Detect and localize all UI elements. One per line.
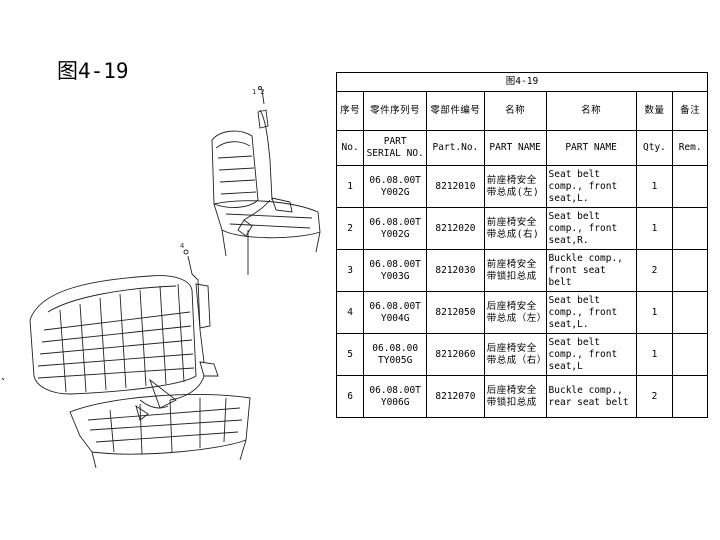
header-en-name-en: PART NAME [545,130,637,166]
cell-serial: 06.08.00T Y002G [363,207,428,250]
header-row-cn: 序号 零件序列号 零部件编号 名称 名称 数量 备注 [335,91,708,131]
cell-qty: 1 [635,165,674,208]
cell-name-cn: 后座椅安全带锁扣总成 [483,375,547,418]
header-cn-name: 名称 [483,91,547,131]
cell-part-no: 8212030 [426,249,485,292]
header-cn-part-no: 零部件编号 [426,91,485,131]
cell-name-cn: 后座椅安全带总成（右） [483,333,547,376]
cell-rem [672,165,708,208]
seat-belt-illustration: 1 2 4 [1,86,321,469]
cell-rem [672,333,708,376]
cell-name-en: Seat belt comp., front seat,R. [545,207,637,250]
cell-part-no: 8212060 [426,333,485,376]
cell-no: 1 [335,165,365,208]
cell-name-en: Buckle comp., rear seat belt [545,375,637,418]
header-cn-name-en: 名称 [545,91,637,131]
header-row-en: No. PART SERIAL NO. Part.No. PART NAME P… [335,130,708,166]
cell-serial: 06.08.00T Y004G [363,291,428,334]
table-caption: 图4-19 [336,72,708,92]
header-cn-qty: 数量 [635,91,674,131]
cell-part-no: 8212020 [426,207,485,250]
parts-table: 图4-19 序号 零件序列号 零部件编号 名称 名称 数量 备注 No. PAR… [335,72,708,418]
table-caption-row: 图4-19 [336,72,708,92]
cell-serial: 06.08.00T Y003G [363,249,428,292]
header-en-rem: Rem. [672,130,708,166]
cell-no: 2 [335,207,365,250]
table-row: 5 06.08.00 TY005G 8212060 后座椅安全带总成（右） Se… [335,333,708,376]
table-row: 2 06.08.00T Y002G 8212020 前座椅安全带总成(右) Se… [335,207,708,250]
cell-serial: 06.08.00T Y002G [363,165,428,208]
cell-rem [672,375,708,418]
cell-qty: 1 [635,333,674,376]
cell-qty: 1 [635,207,674,250]
header-cn-no: 序号 [335,91,365,131]
cell-part-no: 8212050 [426,291,485,334]
cell-rem [672,291,708,334]
cell-name-en: Seat belt comp., front seat,L. [545,165,637,208]
figure-title: 图4-19 [57,59,129,83]
cell-name-cn: 前座椅安全带总成(左) [483,165,547,208]
cell-name-en: Seat belt comp., front seat,L [545,333,637,376]
cell-no: 5 [335,333,365,376]
cell-part-no: 8212070 [426,375,485,418]
header-cn-rem: 备注 [672,91,708,131]
table-row: 1 06.08.00T Y002G 8212010 前座椅安全带总成(左) Se… [335,165,708,208]
svg-text:4: 4 [180,242,184,250]
cell-no: 3 [335,249,365,292]
cell-rem [672,207,708,250]
cell-qty: 2 [635,375,674,418]
table-row: 3 06.08.00T Y003G 8212030 前座椅安全带锁扣总成 Buc… [335,249,708,292]
header-en-qty: Qty. [635,130,674,166]
cell-qty: 2 [635,249,674,292]
cell-part-no: 8212010 [426,165,485,208]
cell-name-en: Seat belt comp., front seat,L. [545,291,637,334]
cell-name-cn: 前座椅安全带总成(右) [483,207,547,250]
cell-no: 6 [335,375,365,418]
header-cn-serial: 零件序列号 [363,91,428,131]
cell-name-en: Buckle comp., front seat belt [545,249,637,292]
svg-text:1 2: 1 2 [252,88,265,96]
cell-qty: 1 [635,291,674,334]
cell-serial: 06.08.00 TY005G [363,333,428,376]
header-en-part-no: Part.No. [426,130,485,166]
cell-no: 4 [335,291,365,334]
header-en-name: PART NAME [483,130,547,166]
cell-name-cn: 后座椅安全带总成（左） [483,291,547,334]
cell-serial: 06.08.00T Y006G [363,375,428,418]
header-en-no: No. [335,130,365,166]
cell-name-cn: 前座椅安全带锁扣总成 [483,249,547,292]
header-en-serial: PART SERIAL NO. [363,130,428,166]
table-row: 6 06.08.00T Y006G 8212070 后座椅安全带锁扣总成 Buc… [335,375,708,418]
cell-rem [672,249,708,292]
table-row: 4 06.08.00T Y004G 8212050 后座椅安全带总成（左） Se… [335,291,708,334]
